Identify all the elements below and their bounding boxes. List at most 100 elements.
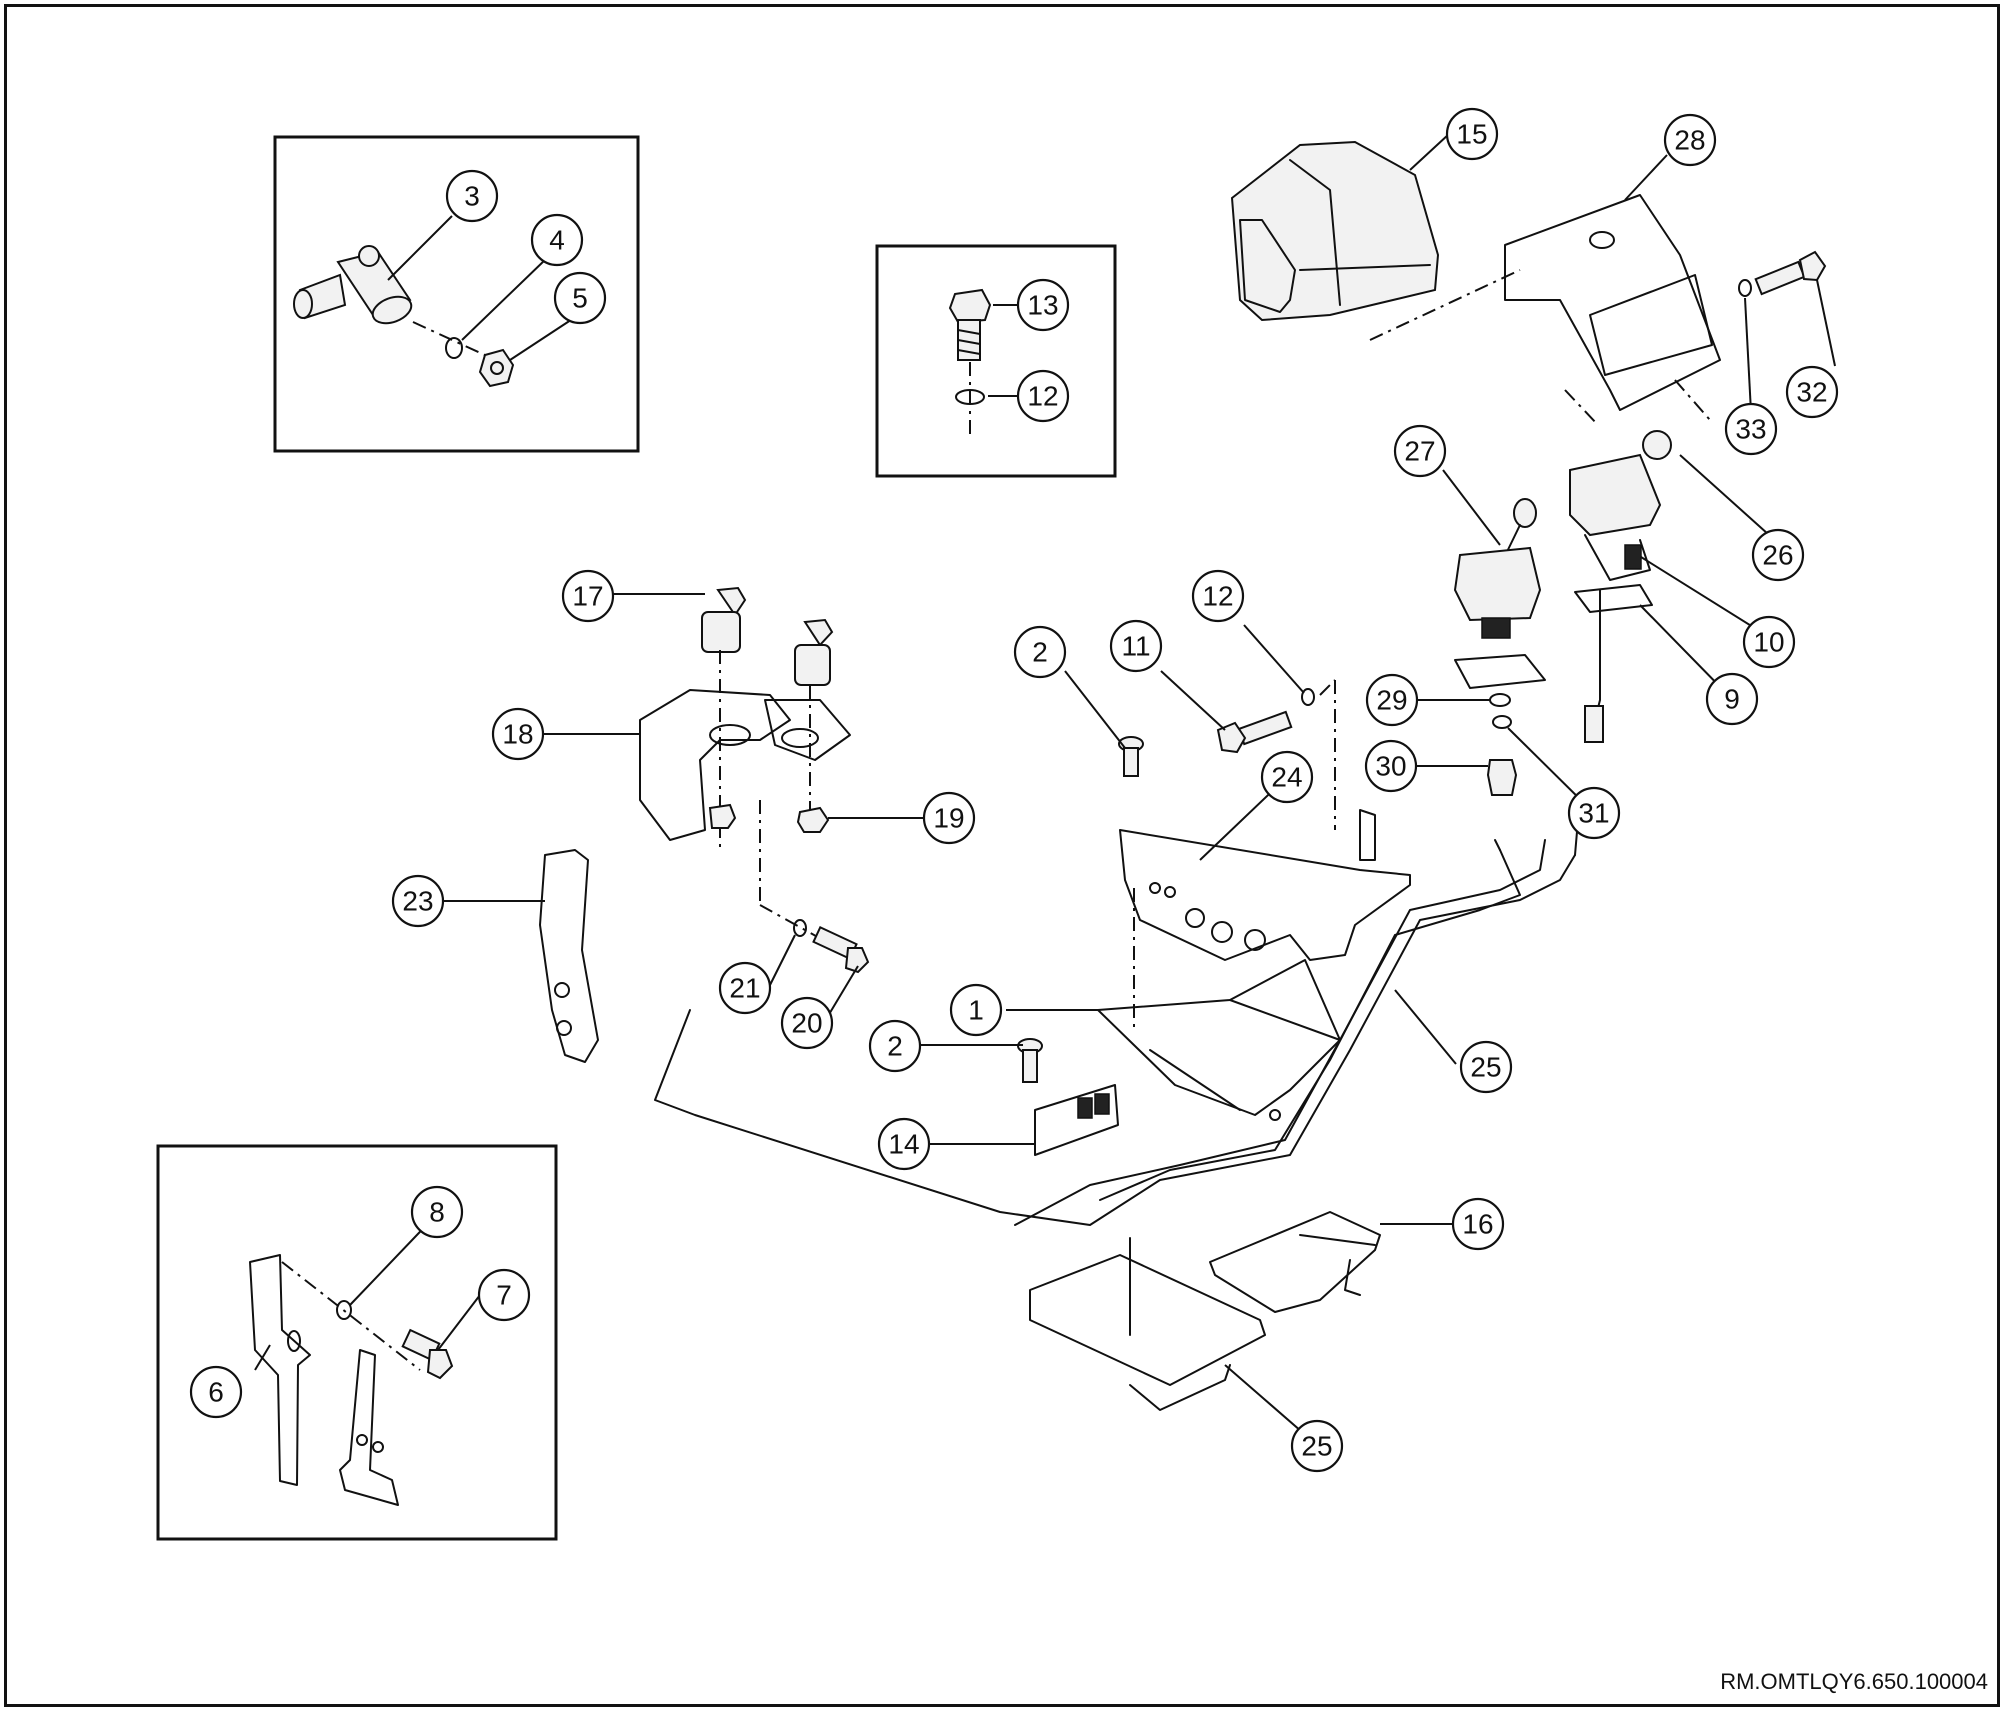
callout-1-label: 1 [968, 995, 984, 1026]
callout-16: 16 [1451, 1197, 1505, 1251]
callout-19: 19 [922, 791, 976, 845]
part-fitting-17 [701, 586, 834, 686]
inset-box-12-13 [875, 244, 1117, 478]
callout-31-label: 31 [1578, 798, 1609, 829]
callout-23-label: 25 [1470, 1052, 1501, 1083]
part-valve-fitting [293, 245, 413, 325]
part-terminal-14 [1034, 1084, 1119, 1156]
callout-28-label: 28 [1674, 125, 1705, 156]
part-plate-9 [1574, 584, 1653, 743]
callout-16-label: 16 [1462, 1209, 1493, 1240]
part-bolt-20 [812, 925, 870, 974]
callout-26-label: 26 [1762, 540, 1793, 571]
part-washer-12 [1301, 688, 1315, 706]
callout-15: 15 [1445, 107, 1499, 161]
callout-5: 5 [553, 271, 607, 325]
callout-6: 6 [189, 1365, 243, 1419]
callout-22-label: 23 [402, 886, 433, 917]
part-washer-31 [1492, 715, 1512, 729]
callout-8: 8 [410, 1185, 464, 1239]
callout-17: 17 [561, 569, 615, 623]
callout-29-label: 29 [1376, 685, 1407, 716]
diagram-frame [4, 4, 2000, 1707]
part-bolt-13 [948, 288, 992, 361]
callout-25: 25 [1290, 1419, 1344, 1473]
callout-15-label: 15 [1456, 119, 1487, 150]
callout-21-label: 21 [729, 973, 760, 1004]
document-reference: RM.OMTLQY6.650.100004 [1720, 1669, 1988, 1694]
part-bracket-6 [249, 1254, 399, 1506]
callout-6-label: 6 [208, 1377, 224, 1408]
callout-22: 23 [391, 874, 445, 928]
callout-18: 18 [491, 707, 545, 761]
inset-box-6-8 [156, 1144, 558, 1541]
callout-8-label: 8 [429, 1197, 445, 1228]
part-joystick-27 [1453, 498, 1546, 689]
callout-30: 30 [1364, 739, 1418, 793]
callout-4: 4 [530, 213, 584, 267]
inset-box-3-5 [273, 135, 640, 453]
callout-11-label: 11 [1121, 631, 1150, 662]
callout-33: 33 [1724, 402, 1778, 456]
callout-1: 1 [949, 983, 1003, 1037]
callout-29: 29 [1365, 673, 1419, 727]
callout-24-label: 24 [1271, 762, 1302, 793]
part-screw-2-upper [1118, 736, 1144, 777]
part-washer-21 [793, 919, 807, 937]
part-washer-33 [1738, 279, 1752, 297]
part-base-25 [1029, 1237, 1266, 1411]
part-nut-19 [796, 806, 830, 833]
part-bolt-11 [1216, 710, 1293, 754]
part-pedal-16 [1209, 1211, 1381, 1313]
callout-12-inset: 12 [1016, 369, 1070, 423]
callout-31: 31 [1567, 786, 1621, 840]
leader-lines [254, 133, 1836, 1446]
callout-3: 3 [445, 169, 499, 223]
part-bracket-22 [539, 849, 599, 1063]
part-plate-28 [1504, 194, 1721, 411]
callout-12-label: 12 [1202, 581, 1233, 612]
callout-13: 13 [1016, 278, 1070, 332]
callout-7: 7 [477, 1268, 531, 1322]
callout-4-label: 4 [549, 225, 565, 256]
part-washer-4 [445, 337, 463, 359]
callout-18-label: 18 [502, 719, 533, 750]
callout-33-label: 33 [1735, 414, 1766, 445]
callout-9: 9 [1705, 672, 1759, 726]
part-washer-29 [1489, 693, 1511, 707]
callout-12-inset-label: 12 [1027, 381, 1058, 412]
callout-13-label: 13 [1027, 290, 1058, 321]
callout-32: 32 [1785, 365, 1839, 419]
part-bracket-24 [1119, 809, 1411, 961]
callout-27-label: 27 [1404, 436, 1435, 467]
part-washer-12-inset [955, 389, 985, 405]
callout-27: 27 [1393, 424, 1447, 478]
part-fitting-30 [1486, 759, 1518, 796]
callout-14: 14 [877, 1117, 931, 1171]
callout-9-label: 9 [1724, 684, 1740, 715]
part-bracket-18 [639, 689, 851, 841]
callout-11: 11 [1109, 619, 1163, 673]
callout-12: 12 [1191, 569, 1245, 623]
callout-3-label: 3 [464, 181, 480, 212]
callout-25-label: 25 [1301, 1431, 1332, 1462]
callout-10-label: 10 [1753, 627, 1784, 658]
part-nut-5 [478, 348, 515, 388]
callout-28: 28 [1663, 113, 1717, 167]
callout-23: 25 [1459, 1040, 1513, 1094]
part-manifold-1 [1097, 959, 1341, 1121]
part-cover-15 [1230, 140, 1440, 322]
part-bolt-32 [1754, 250, 1827, 296]
callout-20: 20 [780, 996, 834, 1050]
callout-19-label: 19 [933, 803, 964, 834]
callout-7-label: 7 [496, 1280, 512, 1311]
callout-17-label: 17 [572, 581, 603, 612]
callout-5-label: 5 [572, 283, 588, 314]
callout-30-label: 30 [1375, 751, 1406, 782]
callout-14-label: 14 [888, 1129, 919, 1160]
callout-20-label: 20 [791, 1008, 822, 1039]
part-valve-block-26 [1569, 430, 1672, 581]
callout-21: 21 [718, 961, 772, 1015]
part-washer-8 [336, 1300, 352, 1320]
